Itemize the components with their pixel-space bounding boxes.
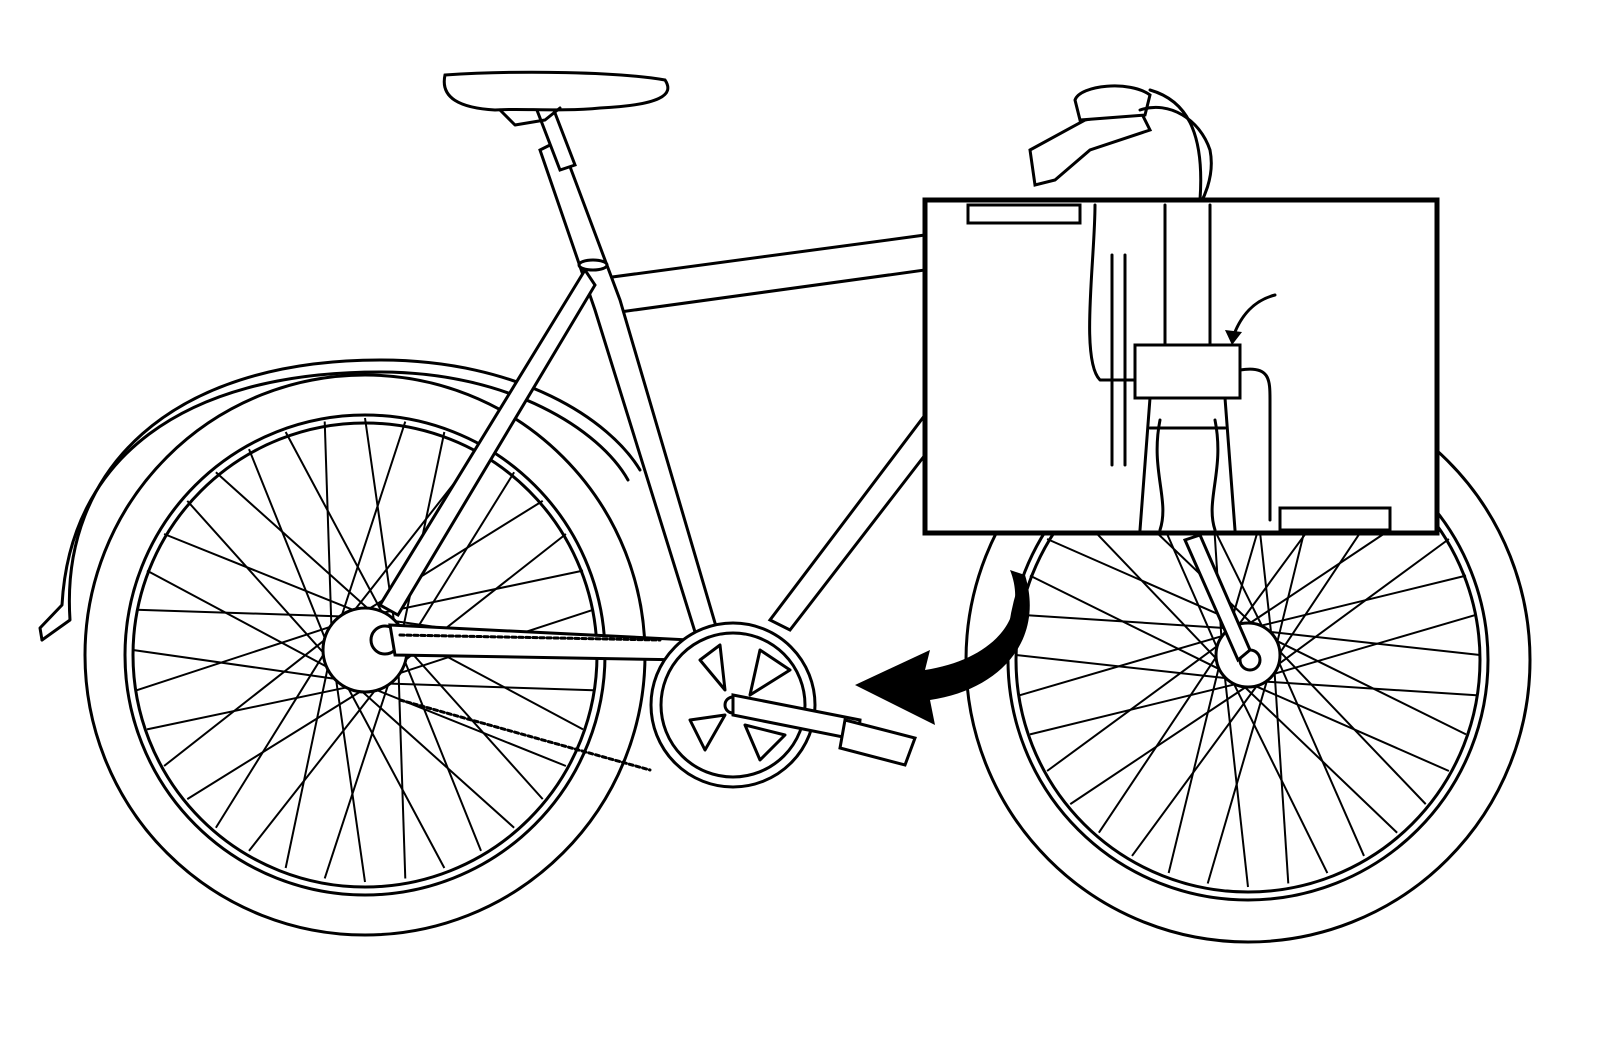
rear-spoke <box>401 655 482 852</box>
rear-spoke <box>215 648 328 829</box>
front-fork <box>1182 533 1252 663</box>
rear-spoke <box>383 682 594 692</box>
down-tube <box>767 410 927 632</box>
rear-spoke <box>284 661 330 869</box>
front-spoke <box>1131 682 1260 857</box>
rear-spoke <box>215 471 374 614</box>
rear-spoke <box>186 500 329 659</box>
front-spoke <box>1276 648 1427 805</box>
front-spoke <box>1223 673 1249 888</box>
front-spoke <box>1029 682 1239 736</box>
front-spoke <box>1266 630 1481 656</box>
front-spoke <box>1167 664 1221 874</box>
front-spoke <box>1015 654 1230 680</box>
rear-spoke <box>136 623 337 692</box>
rear-spoke <box>334 673 366 883</box>
front-spoke <box>1069 684 1250 805</box>
front-spoke <box>1251 683 1450 772</box>
rear-spoke <box>248 684 380 852</box>
rear-spoke <box>338 421 407 622</box>
front-spoke <box>1046 643 1221 772</box>
front-spoke <box>1206 677 1269 884</box>
saddle <box>442 70 670 112</box>
front-spoke <box>1273 638 1467 736</box>
front-spoke <box>1046 538 1245 627</box>
seat-stay <box>377 267 597 618</box>
front-spoke <box>1262 680 1477 697</box>
handlebar <box>1028 84 1213 222</box>
front-spoke <box>1029 574 1223 672</box>
rear-spoke <box>163 533 360 614</box>
top-tube <box>586 233 927 314</box>
rear-fender <box>40 358 642 642</box>
rear-spoke <box>323 678 392 879</box>
front-spoke <box>1019 613 1234 630</box>
crankset <box>649 621 917 789</box>
rear-spoke <box>132 649 342 681</box>
rear-spoke <box>146 569 334 671</box>
bicycle-frame <box>377 70 1252 772</box>
rear-spoke <box>376 569 584 615</box>
rear-spoke <box>323 421 333 632</box>
rear-spoke <box>136 608 347 618</box>
front-spoke <box>1257 574 1467 628</box>
rear-spoke <box>186 687 367 800</box>
rear-spoke <box>402 471 515 652</box>
curved-arrow-icon <box>855 570 1030 725</box>
rear-spoke <box>356 686 515 829</box>
front-spoke <box>1098 653 1219 834</box>
front-spoke <box>1270 613 1477 676</box>
front-spoke <box>1019 634 1226 697</box>
pedal <box>838 718 917 767</box>
chain <box>398 633 662 772</box>
rear-spoke <box>248 448 329 645</box>
rear-spoke <box>146 685 354 731</box>
rear-spoke <box>163 635 331 767</box>
detail-inset <box>922 197 1440 536</box>
rear-spoke <box>284 431 386 619</box>
front-spoke <box>1231 680 1329 874</box>
front-spoke <box>1241 683 1398 834</box>
rear-spoke <box>344 681 446 869</box>
front-spoke <box>1273 669 1290 884</box>
front-spoke <box>1275 538 1450 667</box>
rear-spoke <box>397 668 407 879</box>
front-spoke <box>1276 658 1365 857</box>
seat-tube <box>538 137 722 650</box>
